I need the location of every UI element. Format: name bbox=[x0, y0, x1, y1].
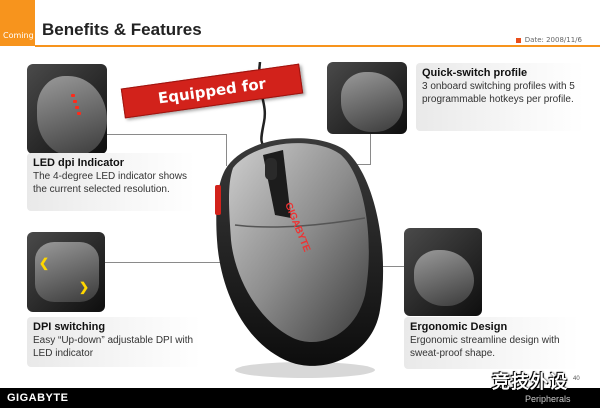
page-title: Benefits & Features bbox=[42, 20, 202, 39]
led-icon bbox=[71, 94, 75, 97]
mouse-image: GIGABYTE bbox=[215, 138, 384, 378]
led-dpi-desc: The 4-degree LED indicator shows the cur… bbox=[33, 171, 187, 195]
ergonomic-photo bbox=[404, 228, 482, 316]
footer-brand: GIGABYTE bbox=[7, 392, 69, 404]
header-divider bbox=[35, 45, 600, 47]
led-indicator-photo bbox=[27, 64, 107, 154]
dpi-switch-photo: ❮ ❯ bbox=[27, 232, 105, 312]
ergonomic-desc: Ergonomic streamline design with sweat-p… bbox=[410, 335, 560, 359]
dpi-switch-title: DPI switching bbox=[33, 321, 106, 333]
date-label: Date: 2008/11/6 bbox=[515, 36, 582, 44]
quick-switch-callout: Quick-switch profile 3 onboard switching… bbox=[416, 63, 584, 131]
footer-category: Peripherals bbox=[525, 394, 571, 404]
led-icon bbox=[75, 106, 79, 109]
header-accent-bar bbox=[0, 0, 35, 46]
connector-line bbox=[226, 134, 227, 166]
led-dpi-title: LED dpi Indicator bbox=[33, 157, 125, 169]
down-arrow-icon: ❯ bbox=[79, 280, 90, 294]
watermark: 竞技外设 bbox=[492, 372, 568, 393]
up-arrow-icon: ❮ bbox=[39, 256, 50, 270]
ergonomic-callout: Ergonomic Design Ergonomic streamline de… bbox=[404, 317, 579, 369]
quick-switch-desc: 3 onboard switching profiles with 5 prog… bbox=[422, 81, 575, 105]
quick-switch-title: Quick-switch profile bbox=[422, 67, 528, 79]
bullet-icon bbox=[515, 37, 521, 43]
quick-switch-photo bbox=[327, 62, 407, 134]
led-dpi-callout: LED dpi Indicator The 4-degree LED indic… bbox=[27, 153, 195, 211]
dpi-switch-desc: Easy “Up-down” adjustable DPI with LED i… bbox=[33, 335, 194, 359]
connector-line bbox=[107, 134, 227, 135]
page-number: 40 bbox=[573, 376, 580, 382]
footer-bar bbox=[0, 388, 600, 408]
date-text: Date: 2008/11/6 bbox=[524, 36, 582, 44]
led-icon bbox=[77, 112, 81, 115]
connector-line bbox=[105, 262, 255, 263]
ergonomic-title: Ergonomic Design bbox=[410, 321, 508, 333]
dpi-switch-callout: DPI switching Easy “Up-down” adjustable … bbox=[27, 317, 201, 367]
led-icon bbox=[73, 100, 77, 103]
section-label: Coming bbox=[3, 31, 34, 40]
connector-line bbox=[370, 134, 371, 164]
